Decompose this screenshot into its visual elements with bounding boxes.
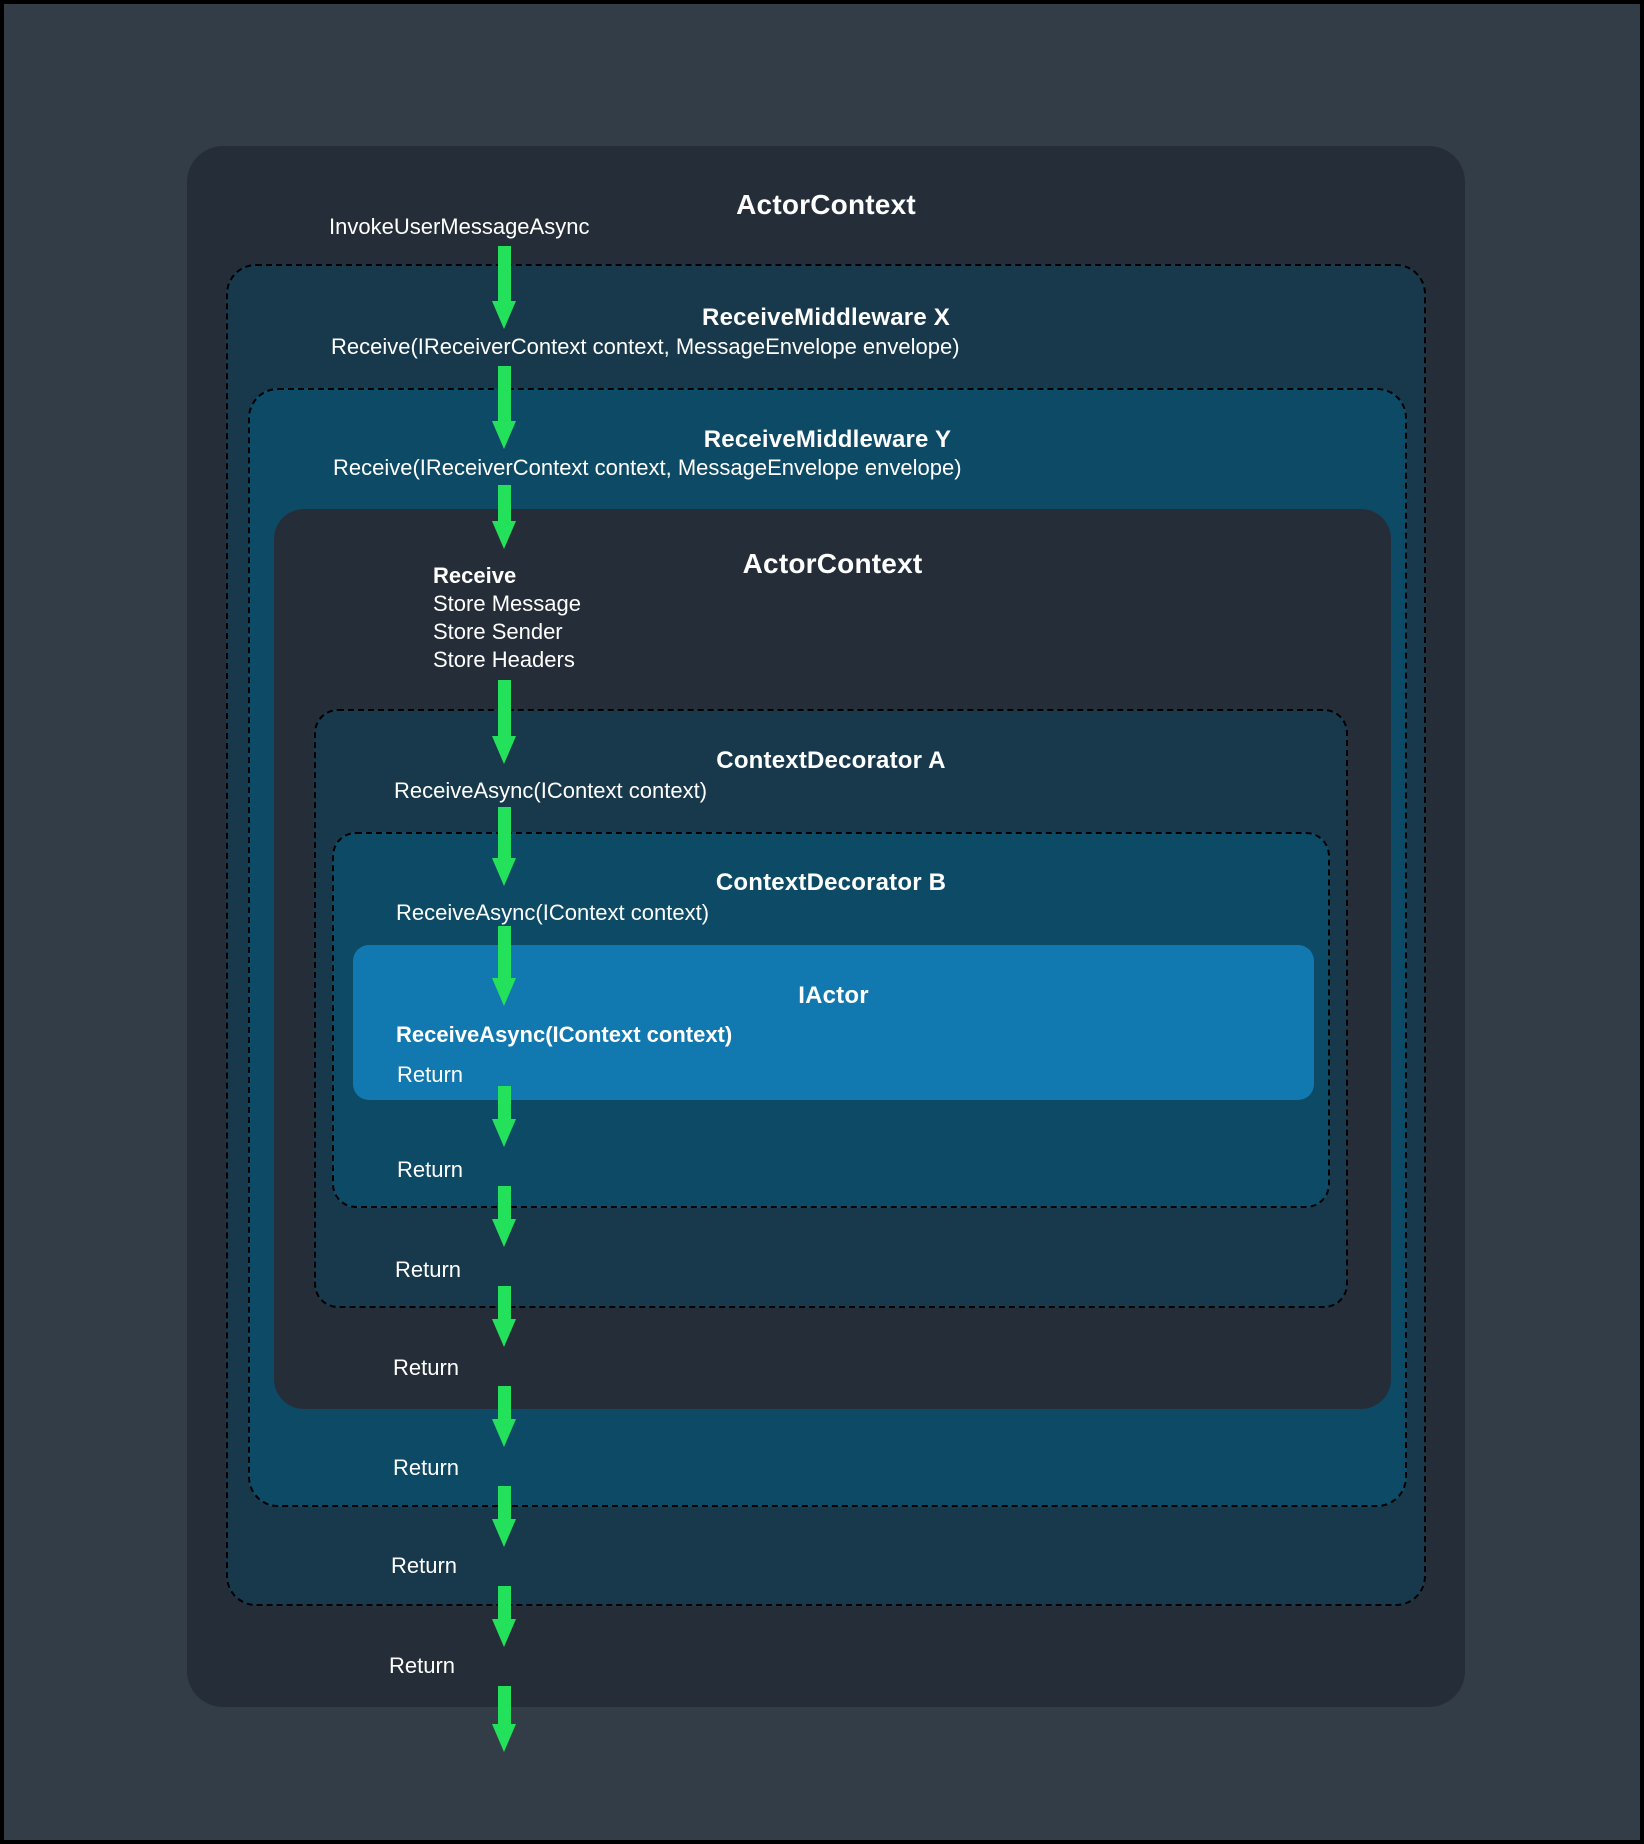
context-decorator-a-return-label: Return: [395, 1257, 462, 1282]
flow-arrow-middleware-y-to-actor-context: [492, 485, 516, 549]
return-arrow-iactor-to-decorator-b: [492, 1086, 516, 1147]
receive-middleware-y-box: ReceiveMiddleware Y Receive(IReceiverCon…: [248, 388, 1407, 1507]
inner-actor-context-return-label: Return: [393, 1355, 460, 1380]
receive-middleware-x-signature: Receive(IReceiverContext context, Messag…: [331, 334, 960, 359]
inner-actor-context-box: ActorContext Receive Store Message Store…: [274, 509, 1391, 1409]
iactor-title: IActor: [798, 982, 869, 1009]
receive-middleware-x-title: ReceiveMiddleware X: [702, 304, 950, 331]
context-decorator-a-box: ContextDecorator A ReceiveAsync(IContext…: [314, 709, 1348, 1308]
return-arrow-exit: [492, 1686, 516, 1752]
store-headers-step: Store Headers: [433, 647, 575, 672]
receive-heading: Receive: [433, 563, 517, 588]
context-decorator-b-title: ContextDecorator B: [715, 869, 947, 896]
inner-actor-context-title: ActorContext: [742, 548, 923, 580]
receive-middleware-y-signature: Receive(IReceiverContext context, Messag…: [333, 455, 962, 480]
context-decorator-a-signature: ReceiveAsync(IContext context): [394, 778, 708, 803]
receive-middleware-x-box: ReceiveMiddleware X Receive(IReceiverCon…: [226, 264, 1426, 1606]
store-message-step: Store Message: [433, 591, 581, 616]
iactor-box: IActor ReceiveAsync(IContext context) Re…: [353, 945, 1314, 1100]
flow-arrow-actor-context-to-decorator-a: [492, 680, 516, 764]
iactor-return-label: Return: [397, 1062, 464, 1087]
receive-middleware-y-title: ReceiveMiddleware Y: [703, 426, 952, 453]
context-decorator-b-box: ContextDecorator B ReceiveAsync(IContext…: [332, 832, 1330, 1208]
flow-arrow-middleware-x-to-y: [492, 366, 516, 449]
context-decorator-b-return-label: Return: [397, 1157, 464, 1182]
return-arrow-middleware-y-to-x: [492, 1486, 516, 1547]
return-arrow-actor-context-to-middleware-y: [492, 1386, 516, 1447]
iactor-signature: ReceiveAsync(IContext context): [396, 1022, 733, 1047]
flow-arrow-decorator-b-to-iactor: [492, 926, 516, 1006]
receive-middleware-y-return-label: Return: [393, 1455, 460, 1480]
outer-actor-context-box: ActorContext InvokeUserMessageAsync Retu…: [187, 146, 1465, 1707]
store-sender-step: Store Sender: [433, 619, 563, 644]
inner-actor-context-steps: Receive Store Message Store Sender Store…: [433, 562, 581, 674]
receive-middleware-x-return-label: Return: [391, 1553, 458, 1578]
return-arrow-decorator-b-to-a: [492, 1186, 516, 1247]
context-decorator-a-title: ContextDecorator A: [716, 747, 946, 774]
return-arrow-middleware-x-to-outer: [492, 1586, 516, 1647]
outer-actor-context-return-label: Return: [389, 1653, 456, 1678]
flow-arrow-decorator-a-to-b: [492, 807, 516, 886]
return-arrow-decorator-a-to-actor-context: [492, 1286, 516, 1347]
invoke-user-message-async-label: InvokeUserMessageAsync: [329, 214, 590, 239]
context-decorator-b-signature: ReceiveAsync(IContext context): [396, 900, 710, 925]
flow-arrow-invoke-to-middleware-x: [492, 246, 516, 329]
outer-actor-context-title: ActorContext: [736, 189, 916, 221]
